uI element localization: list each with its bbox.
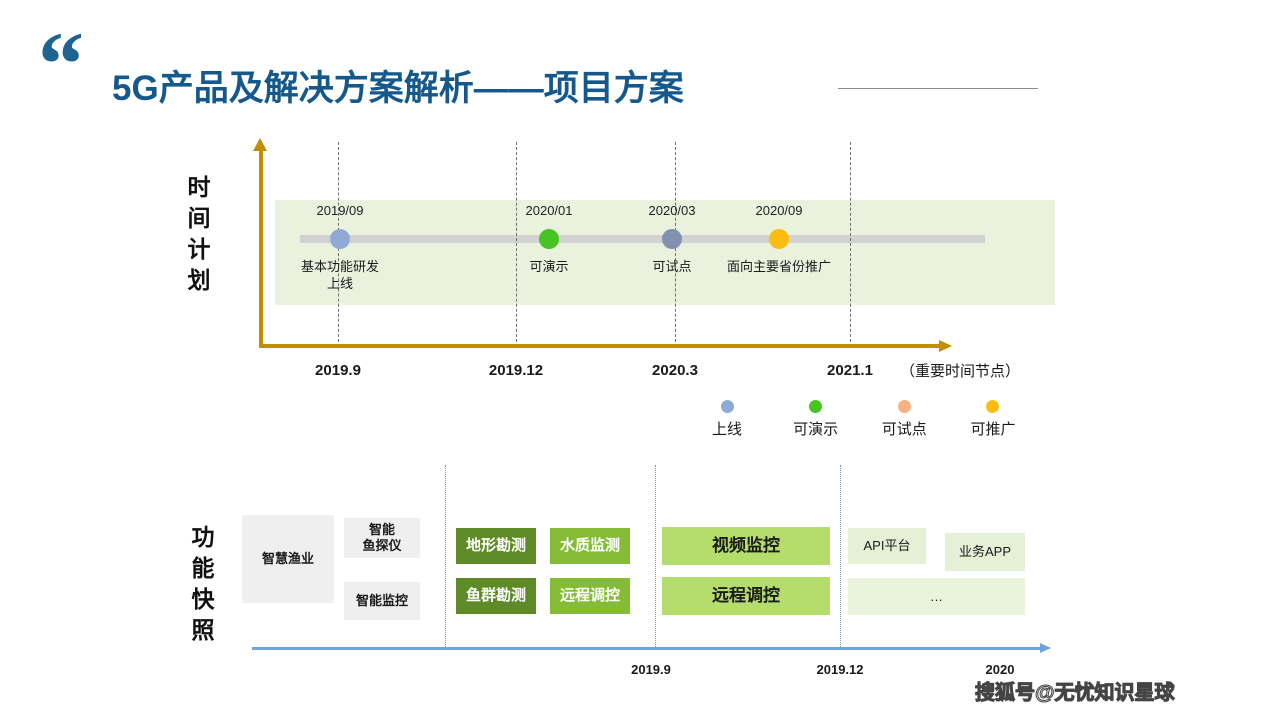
legend-item-2[interactable]: 可试点 (867, 400, 941, 439)
timeline-x-axis-arrow (939, 340, 952, 352)
timeline-gridline-3 (850, 142, 851, 342)
watermark: 搜狐号@无忧知识星球 (975, 682, 1176, 705)
snapshot-cell-device-2[interactable]: 智能监控 (344, 582, 420, 620)
snapshot-cell-feat-2[interactable]: 水质监测 (550, 528, 630, 564)
snapshot-x-axis-arrow (1040, 643, 1051, 653)
milestone-date: 2020/03 (648, 203, 696, 218)
milestone-date: 2019/09 (316, 203, 364, 218)
snapshot-divider-0 (445, 465, 446, 647)
legend-item-3[interactable]: 可推广 (956, 400, 1030, 439)
snapshot-tick-label: 2020 (985, 662, 1015, 677)
snapshot-cell-feat-6[interactable]: 远程调控 (662, 577, 830, 615)
snapshot-cell-feat-4[interactable]: 远程调控 (550, 578, 630, 614)
timeline-gridline-1 (516, 142, 517, 342)
snapshot-cell-feat-8[interactable]: 业务APP (945, 533, 1025, 571)
milestone-label: 基本功能研发上线 (300, 259, 380, 291)
milestone-dot[interactable] (769, 229, 789, 249)
snapshot-cell-feat-1[interactable]: 地形勘测 (456, 528, 536, 564)
legend: 上线 可演示 可试点 可推广 (690, 400, 1030, 450)
snapshot-divider-2 (840, 465, 841, 647)
timeline-rail (300, 235, 985, 243)
timeline-axis-note: （重要时间节点） (900, 363, 1021, 380)
milestone-label: 可演示 (529, 259, 569, 274)
milestone-dot[interactable] (330, 229, 350, 249)
snapshot-tick-label: 2019.9 (631, 662, 671, 677)
legend-dot-icon (720, 400, 734, 413)
legend-label: 上线 (711, 421, 742, 438)
section-label-time-plan: 时间计划 (187, 174, 211, 293)
snapshot-cell-feat-9[interactable]: … (848, 578, 1025, 615)
legend-dot-icon (986, 400, 1000, 413)
milestone-label: 可试点 (652, 259, 692, 274)
snapshot-cell-feat-7[interactable]: API平台 (848, 528, 926, 564)
title-divider (838, 88, 1038, 89)
timeline-tick-label: 2019.9 (315, 362, 361, 379)
snapshot-tick-label: 2019.12 (816, 662, 864, 677)
section-label-function-snapshot: 功能快照 (191, 524, 215, 643)
milestone-dot[interactable] (662, 229, 682, 249)
page-title: 5G产品及解决方案解析——项目方案 (112, 69, 684, 108)
milestone-dot[interactable] (539, 229, 559, 249)
timeline-tick-label: 2021.1 (827, 362, 873, 379)
snapshot-cell-feat-3[interactable]: 鱼群勘测 (456, 578, 536, 614)
timeline-x-axis (259, 344, 941, 348)
snapshot-divider-1 (655, 465, 656, 647)
legend-label: 可推广 (970, 421, 1016, 438)
milestone-date: 2020/09 (755, 203, 803, 218)
quote-mark-icon: “ (38, 13, 84, 115)
legend-dot-icon (809, 400, 823, 413)
snapshot-cell-platform[interactable]: 智慧渔业 (242, 515, 334, 603)
milestone-date: 2020/01 (525, 203, 573, 218)
timeline-y-axis-arrow (253, 138, 267, 151)
timeline-tick-label: 2020.3 (652, 362, 698, 379)
milestone-label: 面向主要省份推广 (726, 259, 832, 274)
legend-label: 可试点 (881, 421, 927, 438)
timeline-y-axis (259, 148, 263, 348)
legend-item-0[interactable]: 上线 (690, 400, 764, 439)
legend-item-1[interactable]: 可演示 (779, 400, 853, 439)
legend-dot-icon (897, 400, 911, 413)
legend-label: 可演示 (793, 421, 839, 438)
timeline-tick-label: 2019.12 (488, 362, 544, 379)
snapshot-cell-device-1[interactable]: 智能鱼探仪 (344, 518, 420, 558)
snapshot-cell-feat-5[interactable]: 视频监控 (662, 527, 830, 565)
snapshot-x-axis (252, 647, 1042, 650)
timeline-band (275, 200, 1055, 305)
